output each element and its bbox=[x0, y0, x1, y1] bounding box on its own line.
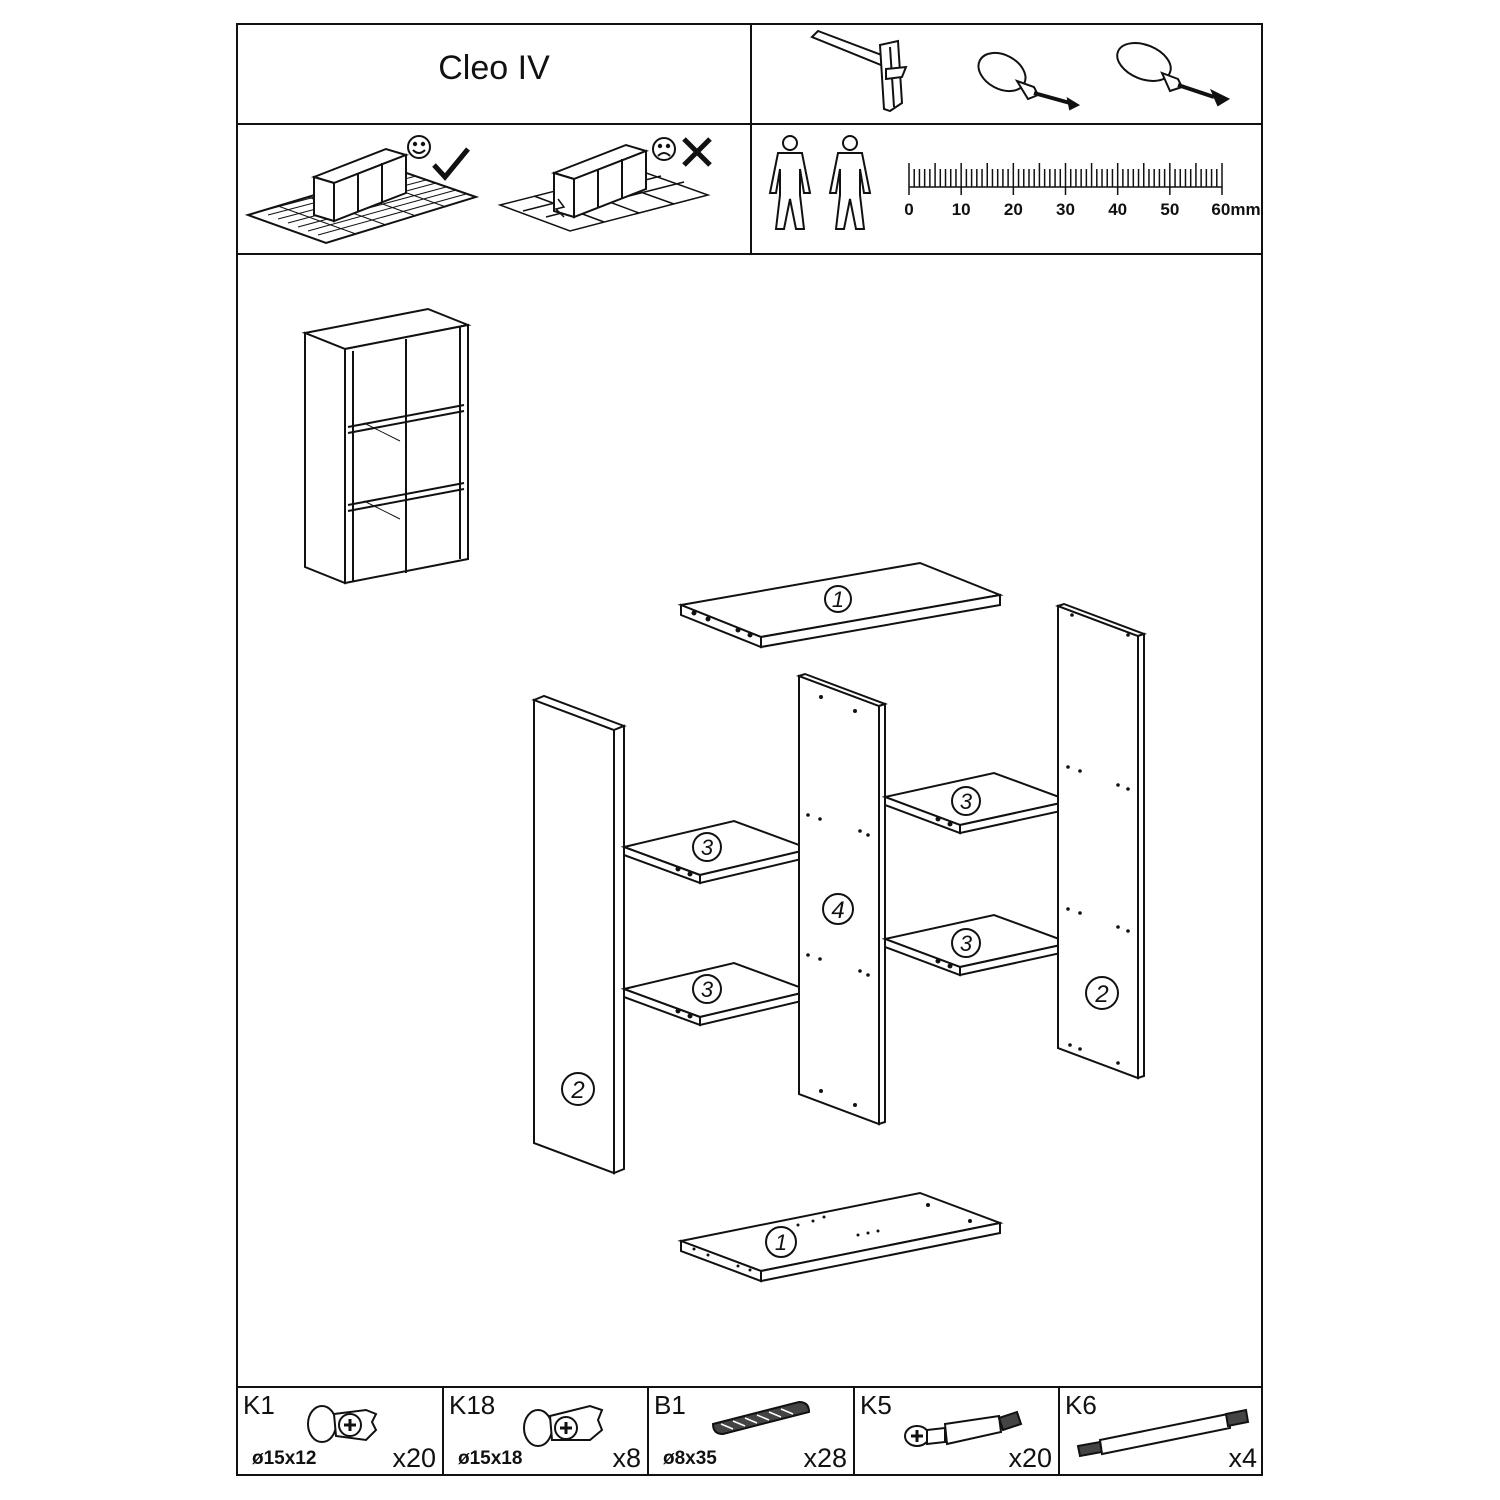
hardware-k18: K18 ø15x18 x8 bbox=[444, 1388, 649, 1476]
panel-shelf-right-upper: 3 bbox=[881, 771, 1074, 835]
part-size: ø15x12 bbox=[252, 1448, 317, 1469]
product-title: Cleo IV bbox=[438, 49, 550, 87]
cam-lock-icon bbox=[307, 1405, 378, 1443]
part-code: K5 bbox=[860, 1390, 892, 1420]
part-quantity: x20 bbox=[392, 1443, 436, 1473]
phillips-screwdriver-icon bbox=[977, 51, 1081, 111]
part-code: K6 bbox=[1065, 1390, 1097, 1420]
part-quantity: x4 bbox=[1228, 1443, 1257, 1473]
panel-label: 3 bbox=[960, 789, 973, 814]
part-quantity: x8 bbox=[612, 1443, 641, 1473]
ruler-label: 30 bbox=[1056, 200, 1075, 219]
panel-top-board: 1 bbox=[677, 561, 1004, 649]
part-size: ø15x18 bbox=[458, 1448, 523, 1469]
instruction-sheet: Cleo IV bbox=[236, 23, 1263, 1476]
panel-label: 2 bbox=[570, 1077, 584, 1104]
flathead-screwdriver-icon bbox=[1116, 42, 1231, 107]
millimeter-ruler bbox=[908, 163, 1223, 195]
smiley-check-icon bbox=[407, 135, 470, 181]
panel-right-side: 2 bbox=[1055, 602, 1147, 1080]
hardware-k1: K1 ø15x12 x20 bbox=[238, 1388, 444, 1476]
person-icon bbox=[768, 135, 812, 230]
panel-label: 4 bbox=[831, 897, 844, 924]
part-quantity: x28 bbox=[803, 1443, 847, 1473]
panel-shelf-left-upper: 3 bbox=[620, 819, 814, 885]
panel-shelf-left-lower: 3 bbox=[620, 961, 814, 1027]
panel-label: 1 bbox=[832, 587, 844, 612]
exploded-view: 1 2 3 bbox=[238, 255, 1263, 1386]
ruler-label: 50 bbox=[1160, 200, 1179, 219]
panel-label: 3 bbox=[701, 977, 714, 1002]
part-quantity: x20 bbox=[1008, 1443, 1052, 1473]
ruler-label: 60mm bbox=[1211, 200, 1260, 219]
assembled-shelf-preview bbox=[301, 307, 472, 585]
panel-left-side: 2 bbox=[531, 694, 627, 1175]
part-size: ø8x35 bbox=[663, 1448, 717, 1469]
hardware-b1: B1 ø8x35 x28 bbox=[649, 1388, 855, 1476]
tools-cell bbox=[752, 25, 1263, 125]
title-cell: Cleo IV bbox=[238, 25, 752, 125]
ruler-label: 0 bbox=[904, 200, 913, 219]
floor-tiles-bad bbox=[497, 143, 711, 232]
ruler-label: 40 bbox=[1108, 200, 1127, 219]
floor-protection-cell bbox=[238, 125, 752, 255]
panel-shelf-right-lower: 3 bbox=[881, 913, 1074, 977]
floor-mat-good bbox=[244, 147, 480, 245]
cam-lock-icon bbox=[523, 1404, 604, 1447]
panel-label: 1 bbox=[775, 1230, 787, 1255]
panel-center-divider: 4 bbox=[796, 672, 888, 1126]
part-code: B1 bbox=[654, 1390, 686, 1420]
hardware-k6: K6 x4 bbox=[1060, 1388, 1263, 1476]
ruler-label: 20 bbox=[1004, 200, 1023, 219]
hardware-k5: K5 x20 bbox=[855, 1388, 1060, 1476]
ruler-label: 10 bbox=[952, 200, 971, 219]
panel-label: 3 bbox=[701, 835, 714, 860]
wood-dowel-icon bbox=[711, 1400, 811, 1436]
frown-cross-icon bbox=[652, 137, 712, 167]
part-code: K1 bbox=[243, 1390, 275, 1420]
hardware-list: K1 ø15x12 x20 K18 ø15x18 x8 bbox=[238, 1386, 1263, 1476]
panel-label: 3 bbox=[960, 931, 973, 956]
part-code: K18 bbox=[449, 1390, 496, 1420]
panel-bottom-board: 1 bbox=[677, 1191, 1004, 1283]
cabinet-lying bbox=[310, 147, 410, 223]
cam-bolt-icon bbox=[904, 1410, 1023, 1447]
hammer-icon bbox=[810, 29, 908, 113]
panel-label: 2 bbox=[1094, 981, 1108, 1008]
people-ruler-cell: 0 10 20 30 40 50 60mm bbox=[752, 125, 1263, 255]
double-cam-bolt-icon bbox=[1076, 1408, 1250, 1458]
person-icon bbox=[828, 135, 872, 230]
ruler-labels: 0 10 20 30 40 50 60mm bbox=[904, 200, 1260, 219]
